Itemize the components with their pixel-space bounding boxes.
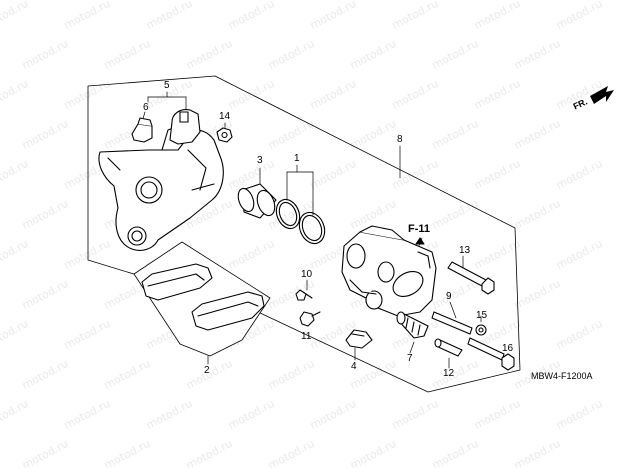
diagram-code: MBW4-F1200A	[531, 371, 593, 381]
callout-2: 2	[204, 365, 210, 376]
callout-5: 5	[164, 80, 170, 91]
caliper-body-drawing	[341, 225, 437, 317]
caliper-assembly-boundary	[87, 75, 521, 393]
pad-retainer-drawing	[131, 117, 153, 143]
bolt-drawing	[431, 311, 473, 335]
callout-13: 13	[459, 245, 471, 256]
caliper-bracket-drawing	[98, 125, 224, 251]
seal-set-drawing	[275, 198, 326, 245]
callout-8: 8	[397, 134, 403, 145]
callout-3: 3	[257, 155, 263, 166]
callout-6: 6	[143, 102, 149, 113]
pin-boot-drawing	[396, 311, 429, 339]
pad-spring-drawing	[345, 329, 373, 349]
callout-10: 10	[301, 269, 313, 280]
callout-4: 4	[351, 361, 357, 372]
callout-12: 12	[443, 368, 455, 379]
piston-drawing	[237, 183, 277, 219]
collar-drawing	[475, 324, 487, 336]
reference-label: F-11	[408, 223, 431, 235]
callout-9: 9	[446, 291, 452, 302]
pin-bolt-drawing	[447, 261, 495, 295]
bleed-screw-drawing	[295, 289, 313, 301]
reference-arrow	[415, 237, 425, 245]
nut-drawing	[216, 127, 233, 143]
brake-pads-drawing	[141, 263, 265, 331]
callout-15: 15	[476, 310, 488, 321]
front-direction-arrow	[590, 86, 614, 104]
bleed-cap-drawing	[299, 311, 321, 327]
slide-boot-drawing	[169, 109, 201, 145]
callout-1: 1	[294, 153, 300, 164]
callout-7: 7	[407, 353, 413, 364]
callout-11: 11	[301, 331, 312, 342]
flange-bolt-drawing	[467, 337, 515, 371]
callout-14: 14	[219, 111, 231, 122]
callout-16: 16	[502, 343, 514, 354]
pin-drawing	[434, 338, 463, 357]
